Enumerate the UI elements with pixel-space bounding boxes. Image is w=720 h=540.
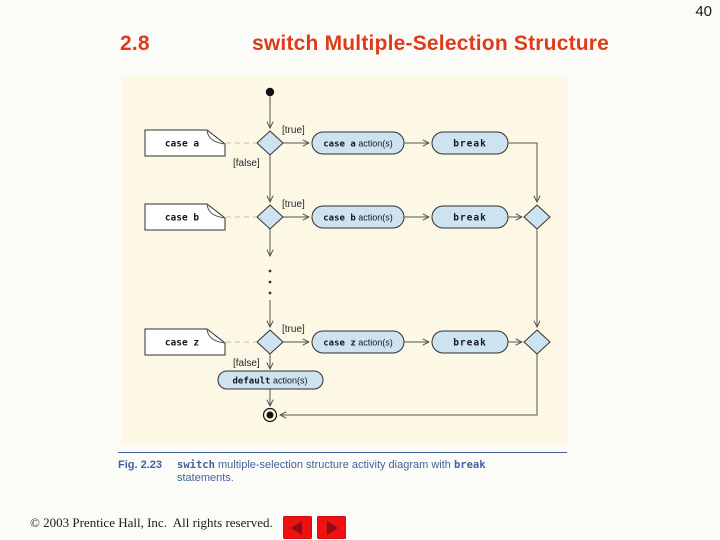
- decision-case-a: [256, 130, 284, 156]
- note-case-z-label: case z: [165, 338, 200, 349]
- decision-case-b: [256, 204, 284, 230]
- caption-text: multiple-selection structure activity di…: [214, 459, 454, 471]
- ellipsis-dot: [268, 280, 272, 284]
- figure-separator: [118, 452, 567, 453]
- guard-false-a: [false]: [233, 158, 260, 169]
- caption-line2: statements.: [177, 471, 234, 484]
- final-node-ring: [262, 407, 278, 423]
- figure-label: Fig. 2.23: [118, 459, 163, 471]
- nav-back-button[interactable]: [283, 516, 312, 539]
- nav-forward-button[interactable]: [317, 516, 346, 539]
- note-case-b: [144, 203, 226, 231]
- ellipsis-dot: [268, 269, 272, 273]
- merge-z: [523, 329, 551, 355]
- start-node: [265, 87, 275, 97]
- flow-break-a-to-merge: [508, 142, 537, 202]
- section-number: 2.8: [120, 32, 150, 55]
- diagram-panel: case a [true] [false] case a action(s) b…: [122, 76, 567, 445]
- slide-title-text: switch Multiple-Selection Structure: [252, 32, 610, 55]
- back-icon: [291, 520, 302, 535]
- activity-diagram-svg: case a [true] [false] case a action(s) b…: [144, 87, 551, 423]
- note-case-z: [144, 328, 226, 356]
- decision-case-z: [256, 329, 284, 355]
- flow-merge-z-to-final: [280, 354, 538, 415]
- break-z-label: break: [453, 338, 487, 349]
- note-case-a-label: case a: [165, 139, 200, 150]
- caption-code-break: break: [453, 459, 486, 471]
- note-case-z-fold: [206, 328, 226, 344]
- figure-caption: switch multiple-selection structure acti…: [177, 459, 577, 484]
- break-b-label: break: [453, 213, 487, 224]
- action-case-z-label: case z action(s): [323, 338, 393, 349]
- guard-true-b: [true]: [282, 199, 305, 210]
- note-case-a: [144, 129, 226, 157]
- forward-icon: [327, 520, 338, 535]
- action-case-a-label: case a action(s): [323, 139, 393, 150]
- note-case-b-fold: [206, 203, 226, 219]
- ellipsis-dot: [268, 291, 272, 295]
- note-case-b-label: case b: [165, 213, 200, 224]
- note-case-a-fold: [206, 129, 226, 145]
- guard-true-a: [true]: [282, 125, 305, 136]
- slide-page-number: 40: [695, 3, 712, 20]
- final-node: [266, 411, 274, 419]
- action-case-b-label: case b action(s): [323, 213, 393, 224]
- guard-false-z: [false]: [233, 358, 260, 369]
- caption-code-switch: switch: [177, 459, 215, 471]
- footer-copyright: © 2003 Prentice Hall, Inc. All rights re…: [30, 515, 273, 530]
- action-default-label: default action(s): [233, 376, 308, 387]
- break-a-label: break: [453, 139, 487, 150]
- merge-b: [523, 204, 551, 230]
- guard-true-z: [true]: [282, 324, 305, 335]
